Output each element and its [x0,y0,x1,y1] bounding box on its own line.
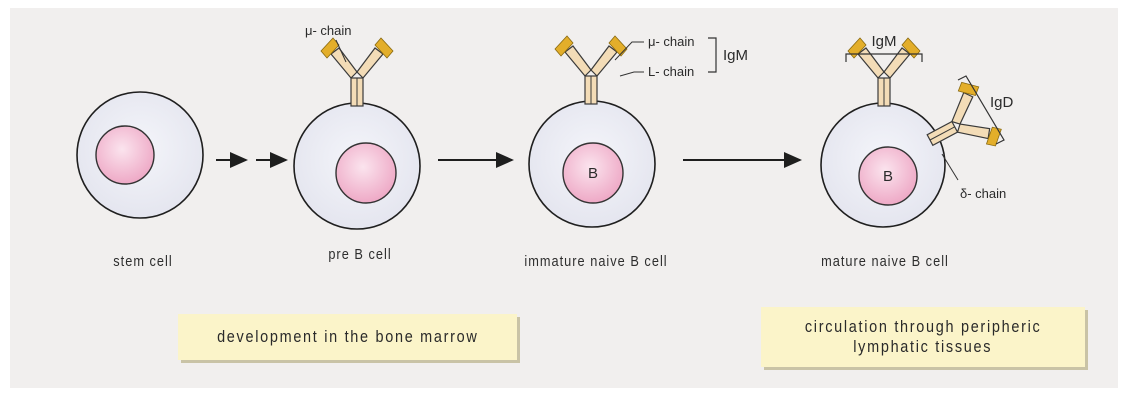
mature-nucleus-label: B [883,168,893,185]
igm-bracket [846,54,922,62]
igm-bracket [708,38,716,72]
mu-chain-surrogate-receptor [321,38,393,106]
bone-marrow-text: development in the bone marrow [217,327,478,347]
mature-naive-b-cell-caption: mature naive B cell [813,253,958,270]
stem-cell-nucleus [96,126,154,184]
stem-cell [77,92,203,218]
stem-cell-caption: stem cell [96,253,190,270]
igm-receptor [555,36,627,104]
mature-igm-label: IgM [871,33,896,50]
peripheral-text-line1: circulation through peripheric [805,317,1042,337]
immature-naive-b-cell: B μ- chain L- chain IgM [529,34,748,227]
immature-naive-b-cell-caption: immature naive B cell [511,253,681,270]
l-chain-pointer [620,72,644,76]
peripheral-text-line2: lymphatic tissues [854,337,993,357]
pre-b-cell: μ- chain [294,23,420,229]
immature-nucleus-label: B [588,165,598,182]
immature-l-chain-label: L- chain [648,64,694,79]
pre-b-cell-nucleus [336,143,396,203]
pre-b-cell-caption: pre B cell [309,246,411,263]
mature-igd-label: IgD [990,94,1014,111]
mature-delta-chain-label: δ- chain [960,186,1006,201]
bone-marrow-box: development in the bone marrow [178,314,517,360]
immature-igm-label: IgM [723,47,748,64]
pre-b-mu-chain-label: μ- chain [305,23,352,38]
peripheral-tissues-box: circulation through peripheric lymphatic… [761,307,1085,367]
immature-mu-chain-label: μ- chain [648,34,695,49]
mature-naive-b-cell: B IgM IgD δ- chain [821,33,1014,227]
